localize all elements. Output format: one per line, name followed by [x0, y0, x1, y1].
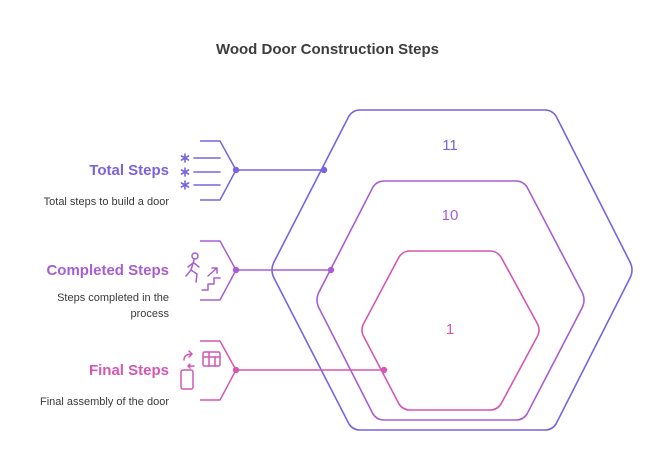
connector-dot-completed-start — [232, 266, 240, 274]
connector-dot-final-end — [380, 366, 388, 374]
connector-dot-total-start — [232, 166, 240, 174]
final-steps-description-line: Final assembly of the door — [39, 396, 169, 408]
completed-steps-description-line-1: Steps completed in the — [57, 292, 169, 304]
completed-steps-value: 10 — [441, 207, 459, 224]
final-steps-description: Final assembly of the door — [40, 394, 169, 410]
connector-dot-final-start — [232, 366, 240, 374]
total-steps-description: Total steps to build a door — [44, 194, 169, 210]
connector-dot-completed-end — [327, 266, 335, 274]
assembly-layout-icon — [180, 350, 221, 390]
diagram-title: Wood Door Construction Steps — [215, 41, 440, 58]
bracket-completed-steps — [200, 240, 237, 301]
middle-hexagon — [316, 180, 585, 421]
final-steps-value: 1 — [445, 321, 455, 338]
completed-steps-label: Completed Steps — [46, 262, 169, 279]
bracket-final-steps — [200, 340, 237, 401]
completed-steps-description: Steps completed in the process — [57, 290, 169, 322]
asterisk-list-icon — [180, 153, 221, 190]
total-steps-description-line: Total steps to build a door — [43, 196, 169, 208]
bracket-total-steps — [200, 140, 237, 201]
total-steps-label: Total Steps — [89, 162, 169, 179]
outer-hexagon — [271, 109, 633, 431]
inner-hexagon — [361, 250, 540, 411]
stairs-walking-icon — [185, 252, 221, 291]
completed-steps-description-line-2: process — [130, 308, 169, 320]
total-steps-value: 11 — [442, 137, 458, 154]
connector-dot-total-end — [320, 166, 328, 174]
final-steps-label: Final Steps — [88, 362, 169, 379]
